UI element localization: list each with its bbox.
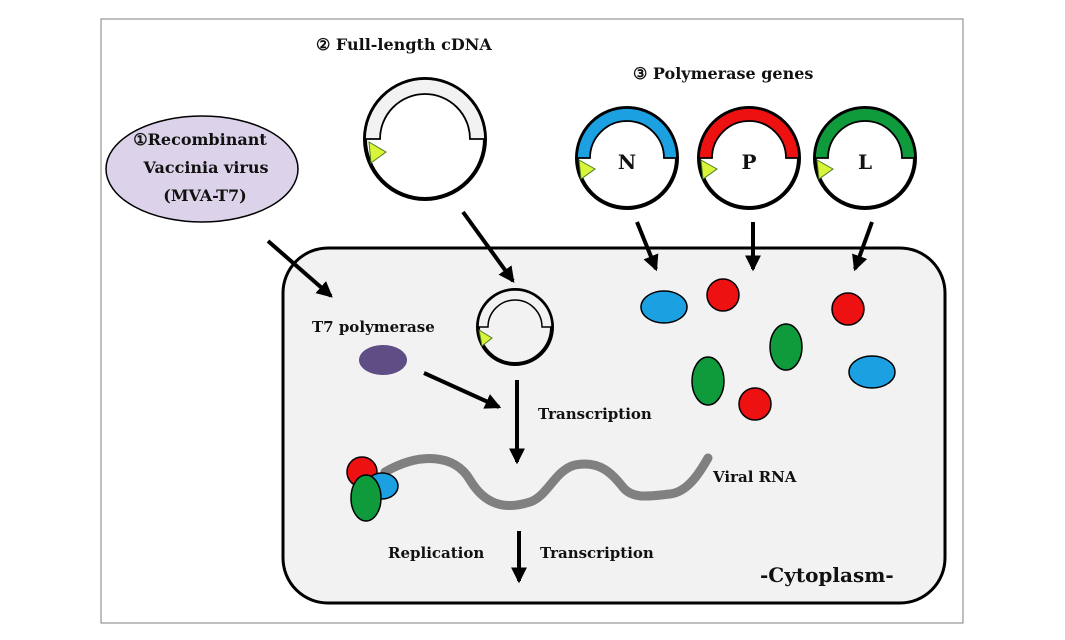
rnp-complex — [346, 456, 399, 522]
t7-polymerase-protein — [359, 345, 407, 375]
arrow-t7-to-transcription — [423, 371, 502, 409]
gene-letter-n: N — [618, 150, 636, 174]
n-protein-2 — [848, 355, 896, 389]
cdna-label: ② Full-length cDNA — [316, 35, 492, 54]
viral-rna-label: Viral RNA — [712, 468, 797, 486]
promoter-triangle — [368, 141, 387, 164]
viral-rna-strand — [380, 453, 713, 510]
p-protein-3 — [738, 387, 772, 421]
p-protein-2 — [831, 292, 865, 326]
polymerase-genes-label: ③ Polymerase genes — [633, 64, 813, 83]
cytoplasm-label: -Cytoplasm- — [760, 563, 894, 587]
vaccinia-virus — [105, 115, 299, 223]
t7-polymerase-label: T7 polymerase — [312, 318, 435, 336]
vaccinia-label-line1: ①Recombinant — [133, 130, 267, 149]
transcription-label-bottom: Transcription — [540, 544, 654, 562]
n-protein-1 — [640, 290, 688, 324]
arrow-l-to-cell — [852, 221, 874, 272]
cdna-plasmid-in-cell — [476, 288, 554, 366]
l-protein-1 — [769, 323, 803, 371]
gene-letter-p: P — [741, 150, 756, 174]
gene-letter-l: L — [858, 150, 872, 174]
plasmid-n: N — [575, 106, 679, 210]
replication-label: Replication — [388, 544, 484, 562]
arrow-cdna-to-cell — [461, 210, 515, 283]
l-protein-2 — [691, 356, 725, 406]
transcription-label-top: Transcription — [538, 405, 652, 423]
vaccinia-label-line3: (MVA-T7) — [163, 186, 246, 205]
arrow-vaccinia-to-cell — [266, 239, 333, 298]
plasmid-l: L — [813, 106, 917, 210]
plasmid-p: P — [697, 106, 801, 210]
p-protein-1 — [706, 278, 740, 312]
cdna-plasmid — [363, 77, 487, 201]
arrow-n-to-cell — [635, 221, 659, 272]
vaccinia-label-line2: Vaccinia virus — [143, 158, 269, 177]
